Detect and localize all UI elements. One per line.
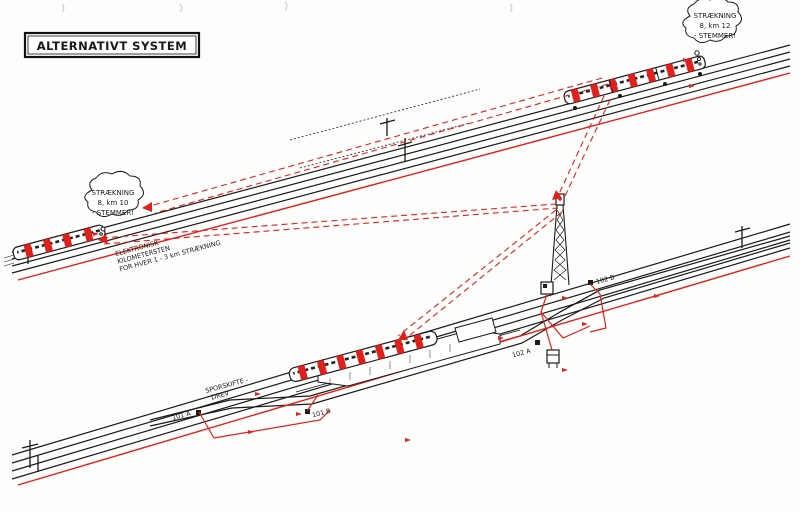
bubble-left-line-3: - STEMMER! xyxy=(92,209,134,217)
upper-track xyxy=(11,44,791,274)
bubble-left-line-1: STRÆKNING xyxy=(92,189,135,197)
bubble-right-line-1: STRÆKNING xyxy=(694,12,737,20)
train-upper-right xyxy=(563,55,706,105)
bubble-right-line-3: - STEMMER! xyxy=(694,32,736,40)
radio-tower xyxy=(550,193,570,286)
point-machine-102b xyxy=(588,280,593,285)
thought-bubble-left: STRÆKNING 8, km 10 - STEMMER! xyxy=(84,170,144,236)
bubble-right-line-2: 8, km 12 xyxy=(700,22,731,30)
upper-markers xyxy=(93,58,695,236)
station-platform xyxy=(317,317,501,387)
upper-track-red-line xyxy=(17,72,791,281)
point-machine-101b xyxy=(305,394,319,414)
point-machine-101a xyxy=(196,410,215,439)
train-lower-station xyxy=(288,330,438,383)
point-machine-102a xyxy=(535,340,540,345)
train-upper-left-motion xyxy=(3,254,15,267)
label-102a: 102 A xyxy=(511,347,532,360)
edge-marks xyxy=(61,1,513,13)
lower-catenary-masts xyxy=(21,226,751,472)
radio-links xyxy=(101,77,611,341)
bubble-left-line-2: 8, km 10 xyxy=(98,199,129,207)
label-102b: 102 B xyxy=(595,273,615,286)
thought-bubble-right: STRÆKNING 8, km 12 - STEMMER! xyxy=(682,0,742,66)
title-box: ALTERNATIVT SYSTEM xyxy=(23,31,201,59)
relay-box-lower xyxy=(546,349,560,368)
relay-box-upper xyxy=(540,281,554,295)
diagram-title: ALTERNATIVT SYSTEM xyxy=(37,39,187,53)
train-upper-left xyxy=(12,224,106,261)
lower-markers xyxy=(248,294,660,442)
beacon-label: ELEKTRONISK KILOMETERSTEN FOR HVER 1 - 3… xyxy=(114,239,221,274)
label-101b: 101 B xyxy=(311,407,331,420)
radio-link-arrowheads xyxy=(98,190,562,340)
upper-right-train-bogies xyxy=(573,72,702,110)
